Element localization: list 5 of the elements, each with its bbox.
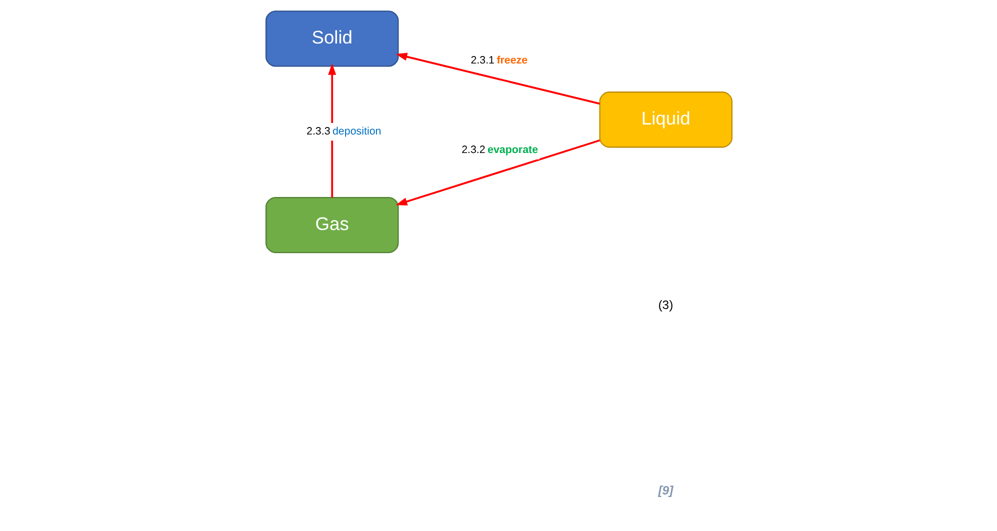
edge-label: 2.3.1 freeze [470,54,528,67]
label: [9] [658,483,673,498]
label: (3) [658,298,673,312]
edge-label: 2.3.2 evaporate [461,144,538,156]
edge-label: 2.3.3 deposition [306,125,381,138]
